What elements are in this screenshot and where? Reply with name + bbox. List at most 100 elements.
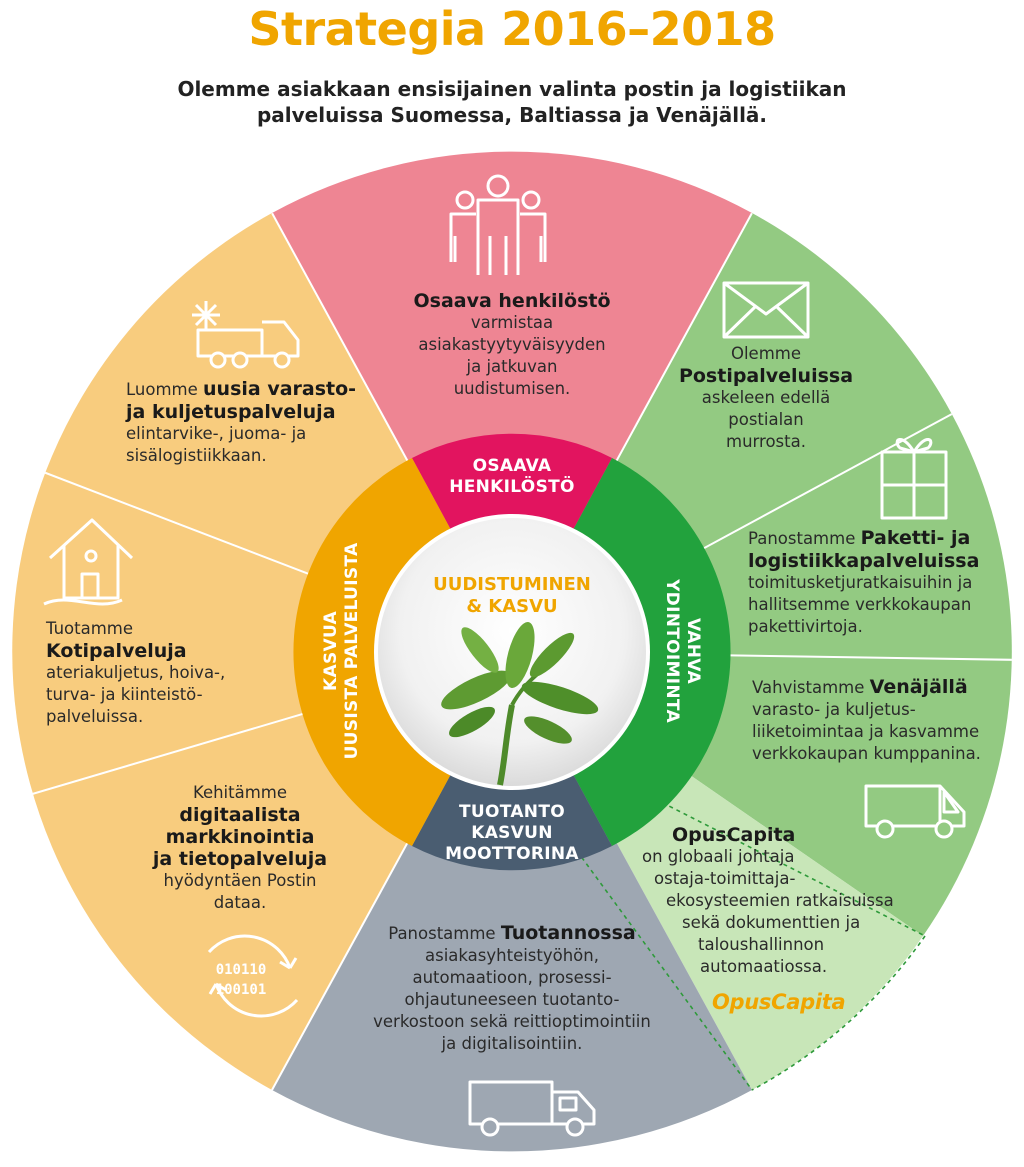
opus-line-5: taloushallinnon <box>698 935 825 954</box>
ring-label-people: OSAAVA HENKILÖSTÖ <box>432 456 592 498</box>
warehouse-text: Luomme uusia varasto- ja kuljetuspalvelu… <box>126 378 386 467</box>
core-label: UUDISTUMINEN & KASVU <box>407 574 617 618</box>
russia-heading: Venäjällä <box>869 676 968 698</box>
koti-line-3: palveluissa. <box>46 707 144 726</box>
ring-growth <box>293 458 451 846</box>
paketti-line-3: pakettivirtoja. <box>748 617 863 636</box>
posti-heading: Postipalveluissa <box>678 365 854 387</box>
ring-production <box>412 774 612 871</box>
binary-data-icon <box>207 934 299 1018</box>
plant-image <box>441 622 599 786</box>
digital-heading-1: digitaalista <box>179 804 301 826</box>
digital-line-2: dataa. <box>213 893 267 912</box>
paketti-line-2: hallitsemme verkkokaupan <box>748 595 972 614</box>
paketti-text: Panostamme Paketti- ja logistiikkapalvel… <box>748 527 1018 638</box>
ring-core <box>573 458 731 846</box>
ring-core-line-1: VAHVA <box>683 617 703 685</box>
opus-text: OpusCapita on globaali johtaja ostaja-to… <box>630 824 920 978</box>
ring-production-line-2: KASVUN <box>471 823 553 843</box>
page-subtitle: Olemme asiakkaan ensisijainen valinta po… <box>162 76 862 128</box>
ring-production-line-1: TUOTANTO <box>459 802 565 822</box>
subtitle-line-2: palveluissa Suomessa, Baltiassa ja Venäj… <box>256 103 768 127</box>
opus-line-2: ostaja-toimittaja- <box>654 869 796 888</box>
paketti-pre: Panostamme <box>748 529 856 548</box>
digital-heading-3: ja tietopalveluja <box>152 848 328 870</box>
segment-core <box>512 213 1012 936</box>
production-heading: Tuotannossa <box>500 922 636 944</box>
posti-line-3: murrosta. <box>726 432 806 451</box>
segment-production <box>272 652 752 1152</box>
house-icon <box>43 518 134 606</box>
warehouse-heading-2: ja kuljetuspalveluja <box>126 401 336 423</box>
opuscapita-logo: OpusCapita <box>712 990 846 1014</box>
people-heading: Osaava henkilöstö <box>413 290 611 312</box>
core-label-line-1: UUDISTUMINEN <box>433 574 591 595</box>
page-title: Strategia 2016–2018 <box>248 2 776 56</box>
ring-growth-line-1: KASVUA <box>321 611 341 691</box>
truck-icon <box>468 1080 596 1137</box>
posti-pre: Olemme <box>730 344 802 363</box>
van-icon <box>864 784 966 839</box>
paketti-heading-2: logistiikkapalveluissa <box>748 550 980 572</box>
opus-line-6: automaatiossa. <box>700 957 828 976</box>
people-icon <box>449 174 547 275</box>
paketti-line-1: toimitusketjuratkaisuihin ja <box>748 573 973 592</box>
people-text: Osaava henkilöstö varmistaa asiakastyyty… <box>380 290 644 400</box>
koti-line-2: turva- ja kiinteistö- <box>46 685 203 704</box>
envelope-icon <box>722 281 810 339</box>
refrigerated-truck-icon <box>192 301 300 369</box>
warehouse-pre: Luomme <box>126 380 198 399</box>
ring-growth-line-2: UUSISTA PALVELUISTA <box>342 542 362 760</box>
warehouse-heading-1: uusia varasto- <box>203 378 357 400</box>
subtitle-line-1: Olemme asiakkaan ensisijainen valinta po… <box>177 77 847 101</box>
digital-heading-2: markkinointia <box>165 826 315 848</box>
ring-label-production: TUOTANTO KASVUN MOOTTORINA <box>422 802 602 865</box>
posti-line-2: postialan <box>728 410 804 429</box>
digital-pre: Kehitämme <box>192 783 288 802</box>
opus-line-1: on globaali johtaja <box>642 847 795 866</box>
people-line-3: ja jatkuvan <box>466 357 558 376</box>
warehouse-line-1: elintarvike-, juoma- ja <box>126 424 307 443</box>
segment-people <box>272 151 752 652</box>
production-text: Panostamme Tuotannossa asiakasyhteistyöh… <box>352 922 672 1055</box>
binary-line-2: 100101 <box>216 982 267 998</box>
ring-people <box>412 433 612 530</box>
ring-people-line-1: OSAAVA <box>472 456 552 476</box>
opus-heading: OpusCapita <box>672 824 796 846</box>
warehouse-line-2: sisälogistiikkaan. <box>126 446 267 465</box>
digital-line-1: hyödyntäen Postin <box>163 871 317 890</box>
production-line-5: ja digitalisointiin. <box>441 1034 583 1053</box>
people-line-1: varmistaa <box>470 313 554 332</box>
ring-people-line-2: HENKILÖSTÖ <box>449 477 575 497</box>
opus-dashed-border <box>557 769 926 1091</box>
production-line-2: automaatioon, prosessi- <box>412 968 612 987</box>
koti-heading: Kotipalveluja <box>46 640 187 662</box>
binary-line-1: 010110 <box>216 962 267 978</box>
digital-text: Kehitämme digitaalista markkinointia ja … <box>130 782 350 914</box>
russia-line-3: verkkokaupan kumppanina. <box>752 744 981 763</box>
production-line-3: ohjautuneeseen tuotanto- <box>404 990 620 1009</box>
production-line-4: verkostoon sekä reittioptimointiin <box>373 1012 651 1031</box>
russia-line-1: varasto- ja kuljetus- <box>752 700 916 719</box>
russia-line-2: liiketoimintaa ja kasvamme <box>752 722 980 741</box>
koti-line-1: ateriakuljetus, hoiva-, <box>46 663 226 682</box>
opus-line-3: ekosysteemien ratkaisuissa <box>666 891 894 910</box>
segment-growth <box>12 213 512 1090</box>
opus-line-4: sekä dokumenttien ja <box>682 913 861 932</box>
koti-text: Tuotamme Kotipalveluja ateriakuljetus, h… <box>46 618 286 728</box>
people-line-4: uudistumisen. <box>453 379 571 398</box>
ring-core-line-2: YDINTOIMINTA <box>662 579 682 723</box>
core-label-line-2: & KASVU <box>466 596 558 617</box>
people-line-2: asiakastyytyväisyyden <box>418 335 606 354</box>
ring-label-growth: KASVUA UUSISTA PALVELUISTA <box>321 531 363 771</box>
posti-text: Olemme Postipalveluissa askeleen edellä … <box>666 343 866 453</box>
production-pre: Panostamme <box>388 924 496 943</box>
russia-text: Vahvistamme Venäjällä varasto- ja kuljet… <box>752 676 1020 765</box>
production-line-1: asiakasyhteistyöhön, <box>425 946 599 965</box>
posti-line-1: askeleen edellä <box>701 388 831 407</box>
koti-pre: Tuotamme <box>46 619 134 638</box>
paketti-heading-1: Paketti- ja <box>860 527 971 549</box>
gift-icon <box>880 438 948 520</box>
russia-pre: Vahvistamme <box>752 678 865 697</box>
